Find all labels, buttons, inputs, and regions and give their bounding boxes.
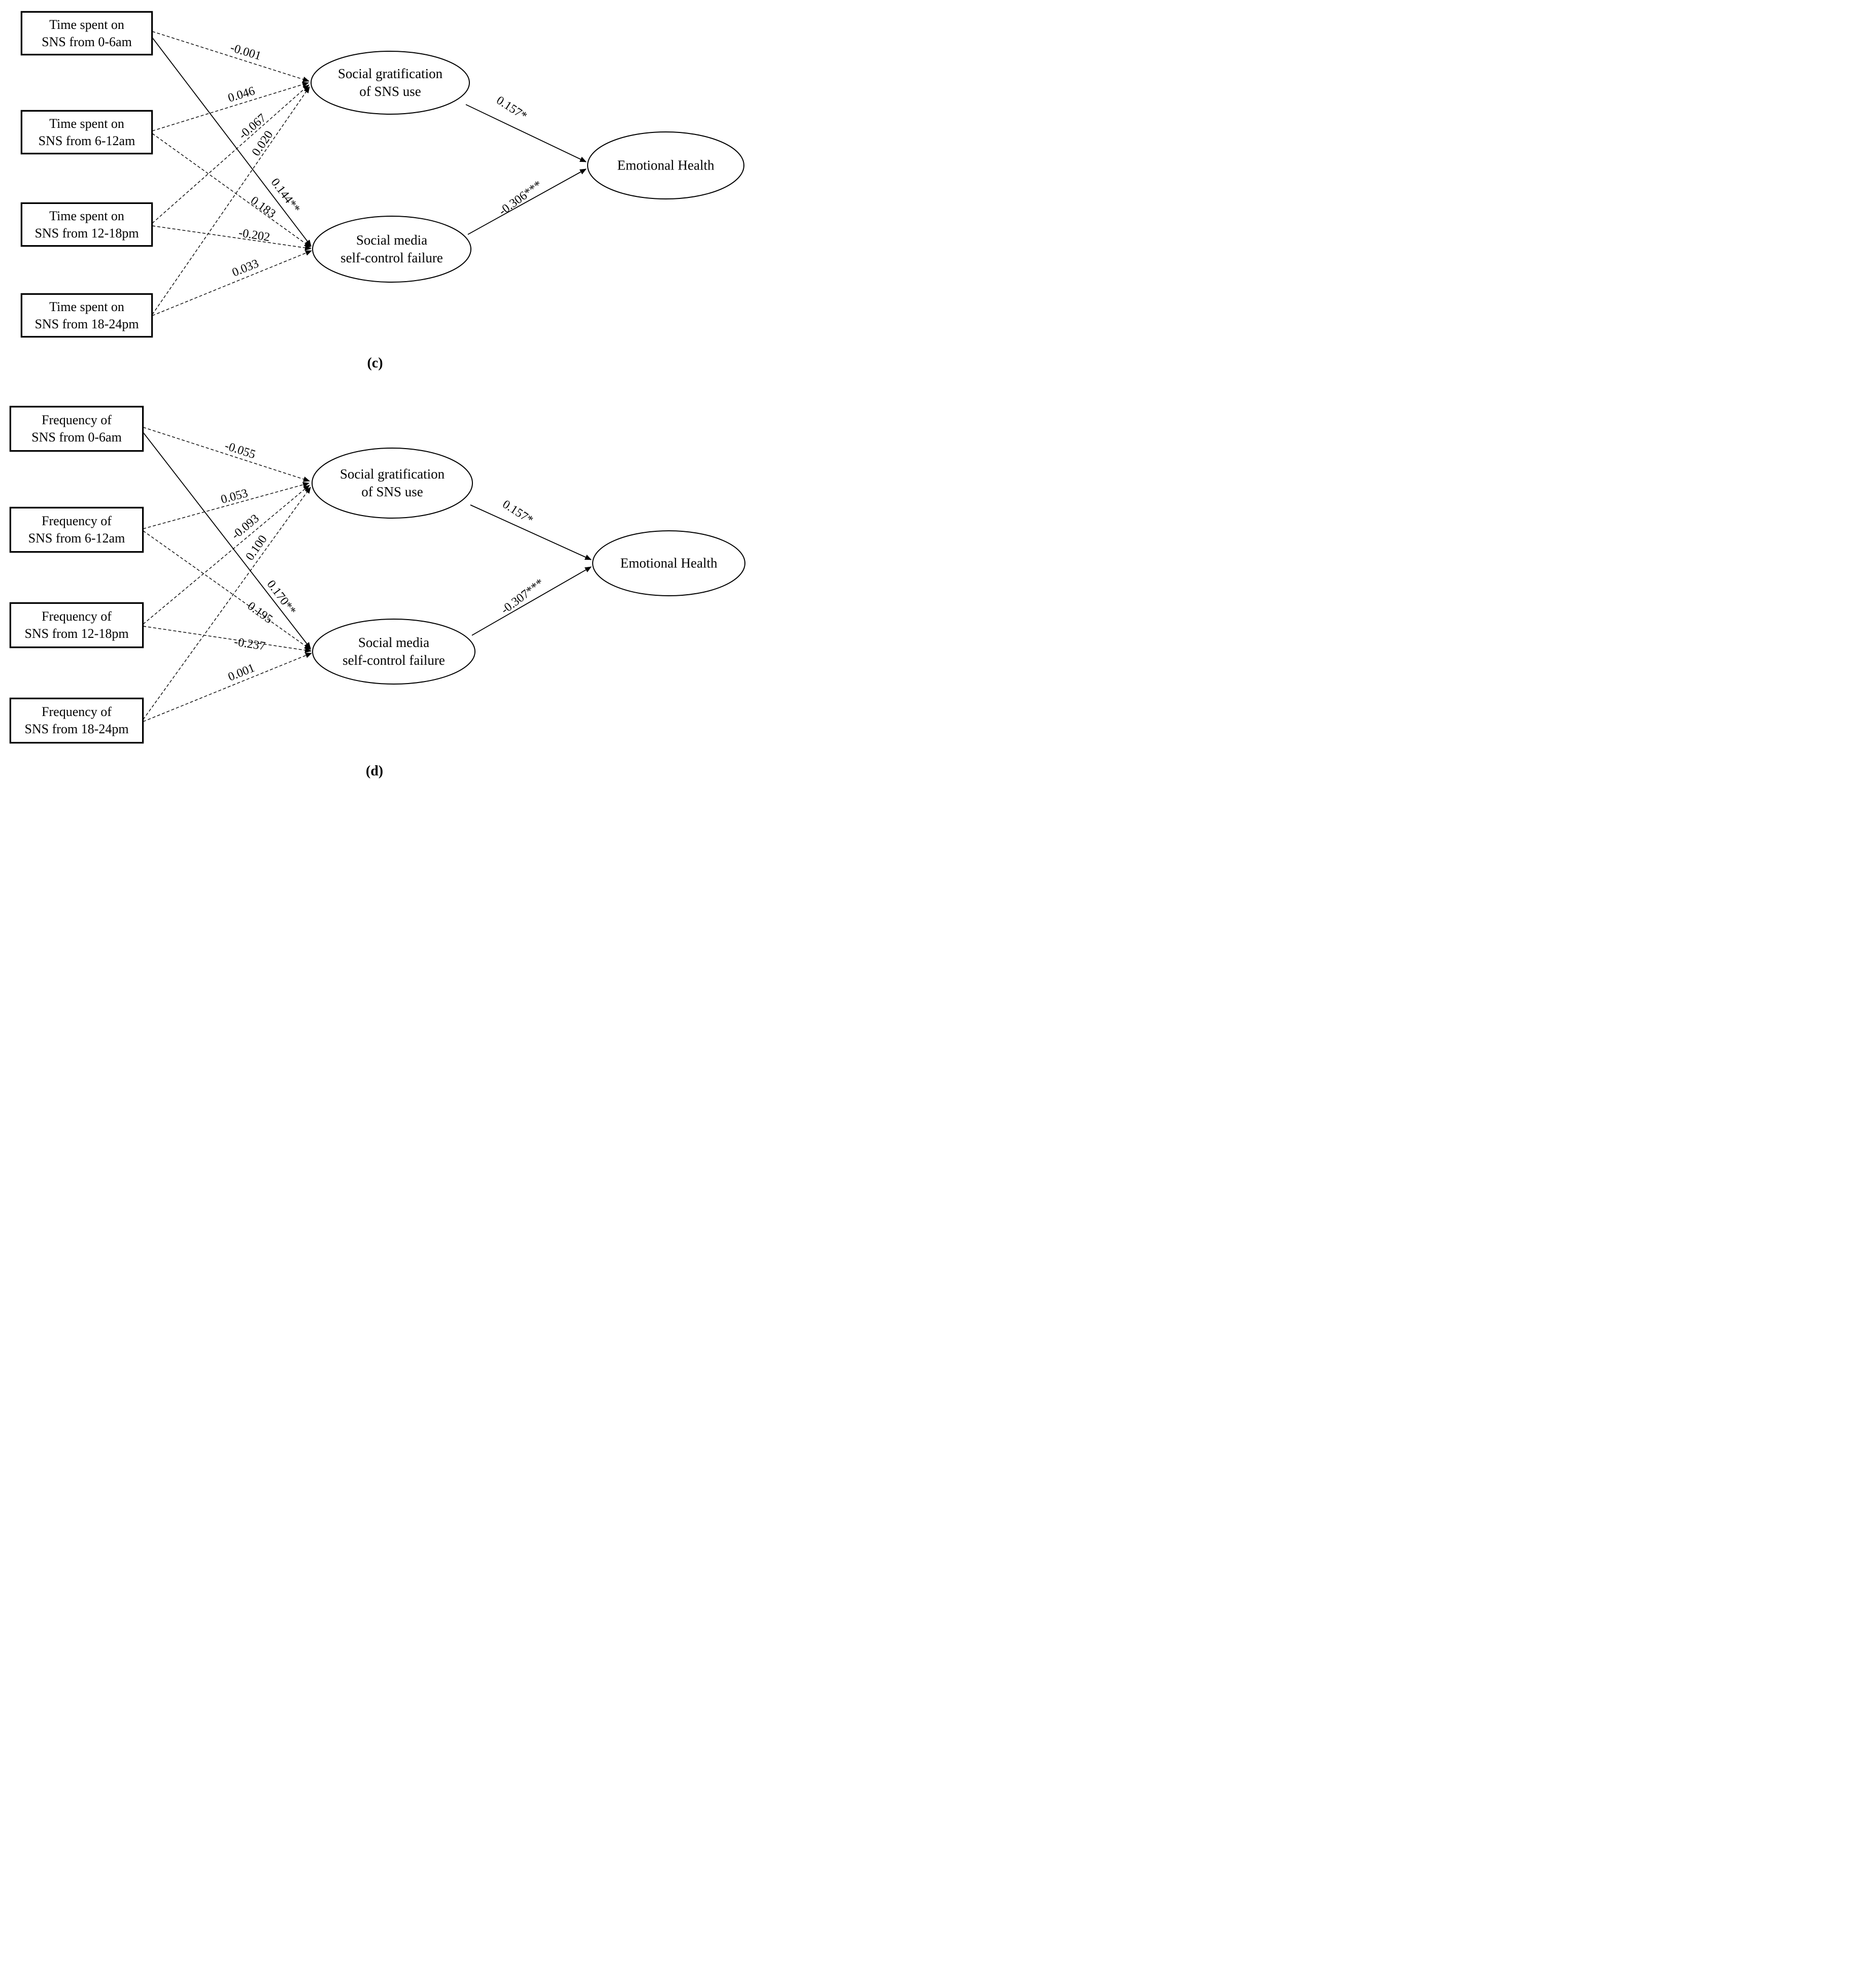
predictor-label-line2: SNS from 0-6am: [42, 34, 132, 49]
mediator-ellipse-selfcontrol: [312, 619, 475, 685]
path-dashed: [143, 626, 312, 653]
predictor-box: Frequency of SNS from 18-24pm: [10, 698, 143, 743]
predictor-label-line1: Time spent on: [49, 17, 124, 32]
outcome-label: Emotional Health: [617, 156, 714, 174]
outcome-ellipse: [587, 131, 744, 199]
mediator-label-line1: Social gratification: [337, 65, 443, 81]
mediator-ellipse-gratification: [311, 51, 470, 115]
predictor-box: Frequency of SNS from 12-18pm: [10, 603, 143, 648]
path-dashed: [152, 84, 310, 224]
path-solid: [470, 504, 592, 560]
mediator-label-gratification: Social gratification of SNS use: [340, 465, 445, 501]
mediator-label-line1: Social gratification: [339, 466, 445, 482]
figure-canvas: Time spent on SNS from 0-6am Time spent …: [0, 0, 751, 790]
path-dashed: [152, 250, 312, 316]
predictor-box: Frequency of SNS from 0-6am: [10, 406, 143, 451]
panel-caption-c: (c): [367, 355, 383, 371]
outcome-label: Emotional Health: [620, 554, 717, 572]
predictor-label-line2: SNS from 12-18pm: [24, 626, 129, 641]
path-dashed: [152, 133, 311, 248]
predictor-label-line2: SNS from 18-24pm: [24, 722, 129, 736]
predictor-box: Time spent on SNS from 0-6am: [21, 12, 152, 55]
predictor-label-line2: SNS from 18-24pm: [35, 316, 139, 331]
path-solid: [152, 37, 312, 247]
mediator-label-selfcontrol: Social media self-control failure: [340, 231, 443, 267]
mediator-label-line2: self-control failure: [340, 250, 443, 265]
path-solid: [143, 432, 311, 649]
mediator-label-line1: Social media: [358, 634, 430, 650]
path-dashed: [152, 31, 310, 82]
predictor-label-line2: SNS from 6-12am: [28, 531, 125, 546]
mediator-label-line1: Social media: [356, 232, 428, 248]
path-dashed: [143, 487, 311, 720]
predictor-box: Time spent on SNS from 12-18pm: [21, 203, 152, 246]
panel-caption-d: (d): [365, 763, 384, 779]
mediator-label-gratification: Social gratification of SNS use: [338, 65, 442, 100]
path-solid: [471, 566, 592, 636]
mediator-label-selfcontrol: Social media self-control failure: [343, 634, 445, 669]
mediator-label-line2: self-control failure: [343, 653, 445, 668]
mediator-label-line2: of SNS use: [359, 84, 421, 99]
path-dashed: [143, 653, 312, 722]
path-dashed: [143, 427, 310, 482]
predictor-label-line1: Frequency of: [42, 413, 112, 428]
outcome-label-text: Emotional Health: [617, 157, 714, 173]
mediator-ellipse-selfcontrol: [312, 216, 471, 283]
predictor-box: Time spent on SNS from 6-12am: [21, 111, 152, 154]
predictor-label-line1: Time spent on: [49, 208, 124, 223]
mediator-ellipse-gratification: [312, 448, 473, 519]
predictor-label-line2: SNS from 6-12am: [38, 133, 135, 148]
predictor-label-line1: Time spent on: [49, 116, 124, 131]
predictor-box: Frequency of SNS from 6-12am: [10, 507, 143, 552]
predictor-label-line2: SNS from 0-6am: [31, 430, 122, 445]
path-solid: [467, 168, 587, 235]
predictor-label-line1: Frequency of: [42, 609, 112, 624]
path-dashed: [143, 482, 310, 529]
predictor-label-line1: Frequency of: [42, 514, 112, 529]
path-solid: [465, 104, 587, 162]
path-dashed: [143, 530, 311, 650]
predictor-box: Time spent on SNS from 18-24pm: [21, 294, 152, 337]
outcome-ellipse: [592, 530, 745, 596]
path-dashed: [152, 86, 310, 315]
outcome-label-text: Emotional Health: [620, 555, 718, 571]
mediator-label-line2: of SNS use: [361, 484, 423, 499]
path-dashed: [152, 82, 309, 131]
path-dashed: [143, 485, 310, 625]
predictor-label-line1: Time spent on: [49, 299, 124, 314]
predictor-label-line2: SNS from 12-18pm: [35, 225, 139, 241]
path-dashed: [152, 225, 312, 251]
predictor-label-line1: Frequency of: [42, 704, 112, 720]
